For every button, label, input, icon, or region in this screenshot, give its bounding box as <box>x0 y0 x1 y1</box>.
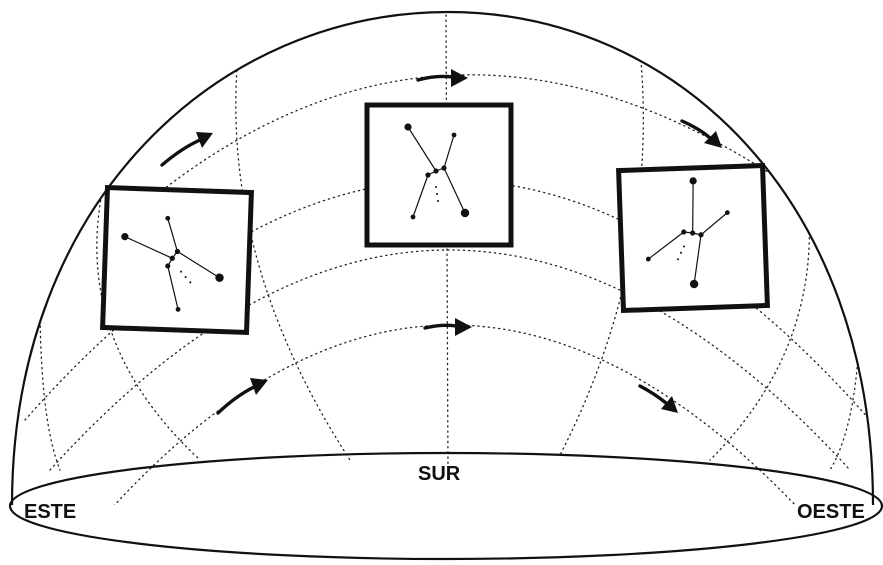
star-9 <box>184 276 187 279</box>
constellation-figure <box>404 123 470 220</box>
star-10 <box>437 200 439 202</box>
label-west: OESTE <box>797 501 865 523</box>
constellation-line-1 <box>692 180 694 234</box>
star-3 <box>165 263 171 269</box>
star-7 <box>689 279 699 289</box>
constellation-figure <box>121 215 224 312</box>
constellation-line-1 <box>407 126 437 172</box>
star-2 <box>724 210 730 216</box>
star-6 <box>175 306 181 312</box>
frame-box <box>364 102 514 248</box>
star-8 <box>180 270 183 273</box>
label-east: ESTE <box>24 501 76 523</box>
meridian-center <box>445 14 449 471</box>
meridian-right-3 <box>829 299 861 471</box>
star-1 <box>689 177 697 185</box>
parallel-top <box>149 74 781 201</box>
constellation-frame-west <box>616 162 770 314</box>
star-1 <box>121 233 129 241</box>
star-2 <box>165 215 171 221</box>
star-7 <box>215 273 224 282</box>
star-9 <box>436 193 438 195</box>
constellation-line-4 <box>693 234 702 285</box>
constellation-frame-south <box>364 102 514 248</box>
constellation-line-1 <box>124 236 173 259</box>
constellation-line-3 <box>412 174 429 218</box>
constellation-line-3 <box>647 231 685 260</box>
meridian-left-3 <box>39 299 61 471</box>
star-8 <box>435 186 437 188</box>
constellation-figure <box>645 177 730 289</box>
motion-arrows <box>160 69 722 415</box>
star-4 <box>690 230 696 236</box>
constellation-line-3 <box>167 265 179 310</box>
star-5 <box>174 248 180 255</box>
star-1 <box>404 123 412 131</box>
star-7 <box>460 208 470 218</box>
star-10 <box>677 258 680 261</box>
arrow-lower-right <box>638 384 678 413</box>
label-south: SUR <box>418 463 461 485</box>
arrow-lower-left <box>216 378 268 415</box>
arrow-upper-left <box>160 132 213 167</box>
constellation-line-2 <box>700 212 728 236</box>
frame-box <box>100 184 254 336</box>
meridian-left-1 <box>235 54 351 461</box>
star-9 <box>679 251 682 254</box>
constellation-line-2 <box>443 134 455 169</box>
star-6 <box>410 214 416 220</box>
constellation-line-4 <box>443 167 466 214</box>
constellation-line-2 <box>167 218 178 252</box>
star-3 <box>425 172 431 178</box>
frame-box <box>616 162 770 314</box>
meridian-right-1 <box>559 49 644 456</box>
arrow-lower-center <box>423 318 472 336</box>
star-2 <box>451 132 457 138</box>
star-3 <box>681 229 687 235</box>
star-5 <box>441 165 447 171</box>
star-5 <box>698 232 704 238</box>
horizon-ellipse <box>9 451 883 561</box>
parallel-2 <box>49 249 851 471</box>
constellation-line-4 <box>177 250 220 279</box>
star-8 <box>682 245 685 248</box>
star-4 <box>433 168 439 174</box>
dome-outline <box>10 10 875 506</box>
star-4 <box>169 255 175 261</box>
star-10 <box>189 281 192 284</box>
constellation-frame-east <box>100 184 254 336</box>
arrow-upper-right <box>680 119 722 148</box>
star-6 <box>645 256 651 262</box>
arrow-top-center <box>416 69 468 87</box>
